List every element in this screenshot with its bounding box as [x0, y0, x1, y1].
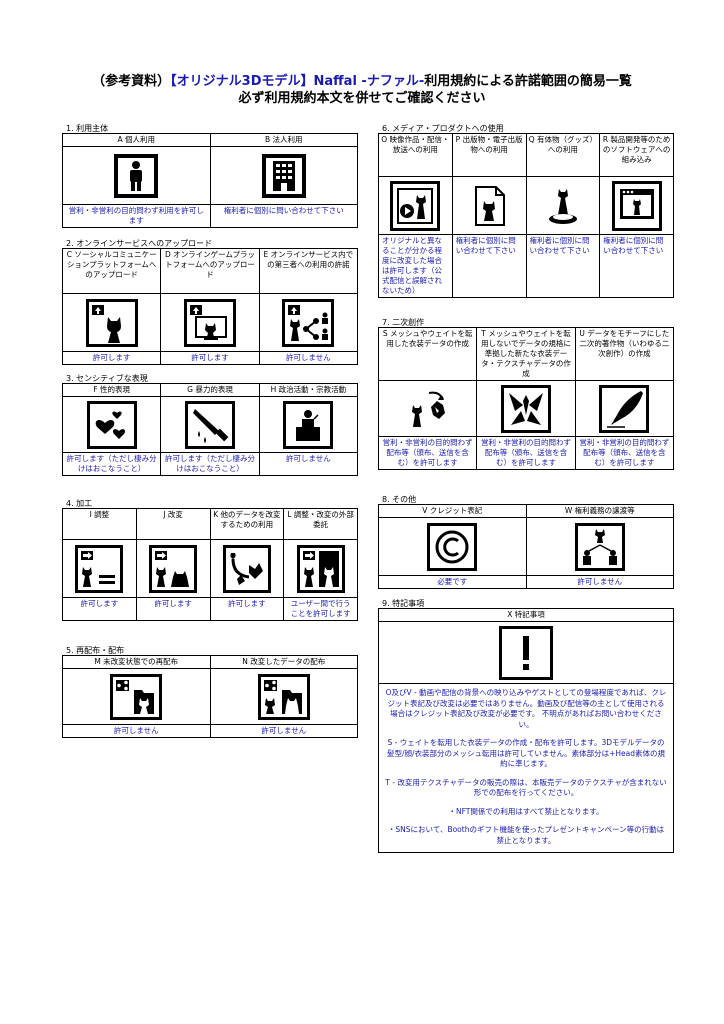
podium-icon — [283, 400, 334, 449]
result-i: 許可します — [62, 597, 137, 621]
section-5-label: 5. 再配布・配布 — [66, 646, 125, 655]
section-3-label: 3. センシティブな表現 — [66, 374, 148, 383]
exclamation-icon — [499, 625, 553, 680]
figure-icon — [537, 180, 588, 231]
section-1-table: A 個人利用 B 法人利用 — [62, 133, 358, 228]
result-m: 許可しません — [62, 724, 211, 738]
special-notes: O及びV - 動画や配信の背景への映り込みやゲストとしての登場程度であれば、クレ… — [378, 683, 674, 853]
note-sns: ・SNSにおいて、Boothのギフト機能を使ったプレゼントキャンペーン等の行動は… — [387, 825, 665, 845]
result-q: 権利者に個別に問い合わせて下さい — [525, 234, 601, 298]
new-outfit-icon — [500, 384, 551, 433]
section-3-table: F 性的表現 G 暴力的表現 H 政治活動・宗教活動 — [61, 383, 359, 476]
section-5-table: M 未改変状態での再配布 N 改変したデータの配布 — [62, 655, 358, 738]
header-p: P 出版物・電子出版物への利用 — [451, 133, 527, 177]
share-folder-icon — [110, 673, 163, 720]
upload-monitor-icon — [183, 298, 236, 347]
header-o: O 映像作品・配信・放送への利用 — [378, 133, 453, 177]
header-w: W 権利義務の譲渡等 — [525, 504, 674, 518]
result-p: 権利者に個別に問い合わせて下さい — [451, 234, 527, 298]
result-o: オリジナルと異なることが分かる程度に改変した場合は許可します（公式配信と誤解され… — [378, 234, 453, 298]
result-t: 営利・非営利の目的問わず配布等（頒布、送信を含む）を許可します — [476, 436, 576, 470]
header-f: F 性的表現 — [61, 383, 162, 397]
header-t: T メッシュやウェイトを転用しないでデータの規格に準拠した新たな衣装データ・テク… — [476, 327, 576, 381]
note-o-v: O及びV - 動画や配信の背景への映り込みやゲストとしての登場程度であれば、クレ… — [385, 688, 667, 729]
building-icon — [261, 153, 306, 198]
header-l: L 調整・改変の外部委託 — [283, 508, 358, 540]
header-m: M 未改変状態での再配布 — [62, 655, 211, 669]
page-subtitle: 必ず利用規約本文を併せてご確認ください — [238, 91, 486, 106]
header-e: E オンラインサービス内での第三者への利用の許諾 — [258, 248, 359, 294]
result-d: 許可します — [160, 351, 260, 365]
header-q: Q 有体物（グッズ）への利用 — [525, 133, 601, 177]
header-s: S メッシュやウェイトを転用した衣装データの作成 — [377, 327, 478, 381]
software-icon — [611, 180, 662, 231]
knife-icon — [184, 400, 235, 449]
section-6-label: 6. メディア・プロダクトへの使用 — [382, 124, 504, 133]
header-k: K 他のデータを改変するための利用 — [209, 508, 285, 540]
modify-icon — [149, 544, 198, 593]
section-6-table: O 映像作品・配信・放送への利用 P 出版物・電子出版物への利用 Q 有体物（グ… — [378, 133, 674, 298]
adjust-icon — [75, 544, 124, 593]
cut-paste-icon — [222, 544, 271, 593]
section-4-table: I 調整 J 改変 K 他のデータを改変するための利用 L 調整・改変の外部委託 — [62, 508, 358, 621]
result-j: 許可します — [135, 597, 211, 621]
header-h: H 政治活動・宗教活動 — [258, 383, 359, 397]
section-8-label: 8. その他 — [382, 495, 417, 504]
document-icon — [464, 180, 515, 231]
pen-icon — [599, 384, 650, 433]
result-s: 営利・非営利の目的問わず配布等（頒布、送信を含む）を許可します — [377, 436, 478, 470]
note-s: S - ウェイトを転用した衣装データの作成・配布を許可します。3Dモデルデータの… — [387, 738, 665, 768]
hearts-icon — [86, 400, 137, 449]
result-f: 許可します（ただし棲み分けはおこなうこと） — [61, 452, 162, 476]
header-c: C ソーシャルコミュニケーションプラットフォームへのアップロード — [61, 248, 162, 294]
note-nft: ・NFT関係での利用はすべて禁止となります。 — [448, 806, 604, 816]
result-l: ユーザー間で行うことを許可します — [283, 597, 358, 621]
transfer-rights-icon — [574, 522, 625, 571]
header-a: A 個人利用 — [62, 133, 211, 147]
header-r: R 製品開発等のためのソフトウェアへの組み込み — [599, 133, 674, 177]
header-d: D オンラインゲームプラットフォームへのアップロード — [160, 248, 260, 294]
outsource-icon — [296, 544, 345, 593]
header-j: J 改変 — [135, 508, 211, 540]
video-icon — [390, 180, 441, 231]
result-b: 権利者に個別に問い合わせて下さい — [209, 204, 358, 228]
section-1-label: 1. 利用主体 — [66, 124, 109, 133]
section-7-table: S メッシュやウェイトを転用した衣装データの作成 T メッシュやウェイトを転用し… — [377, 327, 675, 470]
header-i: I 調整 — [62, 508, 137, 540]
result-e: 許可しません — [258, 351, 359, 365]
note-t: T - 改変用テクスチャデータの販売の際は、本販売データのテクスチャが含まれない… — [385, 777, 667, 798]
page-title: （参考資料）【オリジナル3Dモデル】Naffal -ナファル-利用規約による許諾… — [92, 74, 632, 89]
header-b: B 法人利用 — [209, 133, 358, 147]
share-folder-modified-icon — [257, 673, 310, 720]
section-9-label: 9. 特記事項 — [382, 599, 425, 608]
section-2-label: 2. オンラインサービスへのアップロード — [66, 239, 213, 248]
section-9-table: X 特記事項 O及びV - 動画や配信の背景への映り込みやゲストとしての登場程度… — [378, 608, 674, 853]
person-icon — [114, 153, 159, 198]
copyright-icon — [427, 522, 478, 571]
section-4-label: 4. 加工 — [66, 499, 93, 508]
share-users-icon — [282, 298, 335, 347]
result-r: 権利者に個別に問い合わせて下さい — [599, 234, 674, 298]
result-h: 許可しません — [258, 452, 359, 476]
result-k: 許可します — [209, 597, 285, 621]
result-n: 許可しません — [209, 724, 358, 738]
header-v: V クレジット表記 — [378, 504, 527, 518]
result-a: 営利・非営利の目的問わず利用を許可します — [62, 204, 211, 228]
section-7-label: 7. 二次創作 — [382, 318, 425, 327]
header-g: G 暴力的表現 — [160, 383, 260, 397]
header-n: N 改変したデータの配布 — [209, 655, 358, 669]
result-g: 許可します（ただし棲み分けはおこなうこと） — [160, 452, 260, 476]
result-u: 営利・非営利の目的問わず配布等（頒布、送信を含む）を許可します — [574, 436, 675, 470]
section-8-table: V クレジット表記 W 権利義務の譲渡等 必要です 許可し — [378, 504, 674, 589]
section-2-table: C ソーシャルコミュニケーションプラットフォームへのアップロード D オンライン… — [61, 248, 359, 365]
header-x: X 特記事項 — [378, 608, 674, 622]
result-v: 必要です — [378, 575, 527, 589]
header-u: U データをモチーフにした二次的著作物（いわゆる二次創作）の作成 — [574, 327, 675, 381]
result-w: 許可しません — [525, 575, 674, 589]
upload-cat-icon — [85, 298, 138, 347]
result-c: 許可します — [61, 351, 162, 365]
mesh-transfer-icon — [402, 384, 453, 433]
